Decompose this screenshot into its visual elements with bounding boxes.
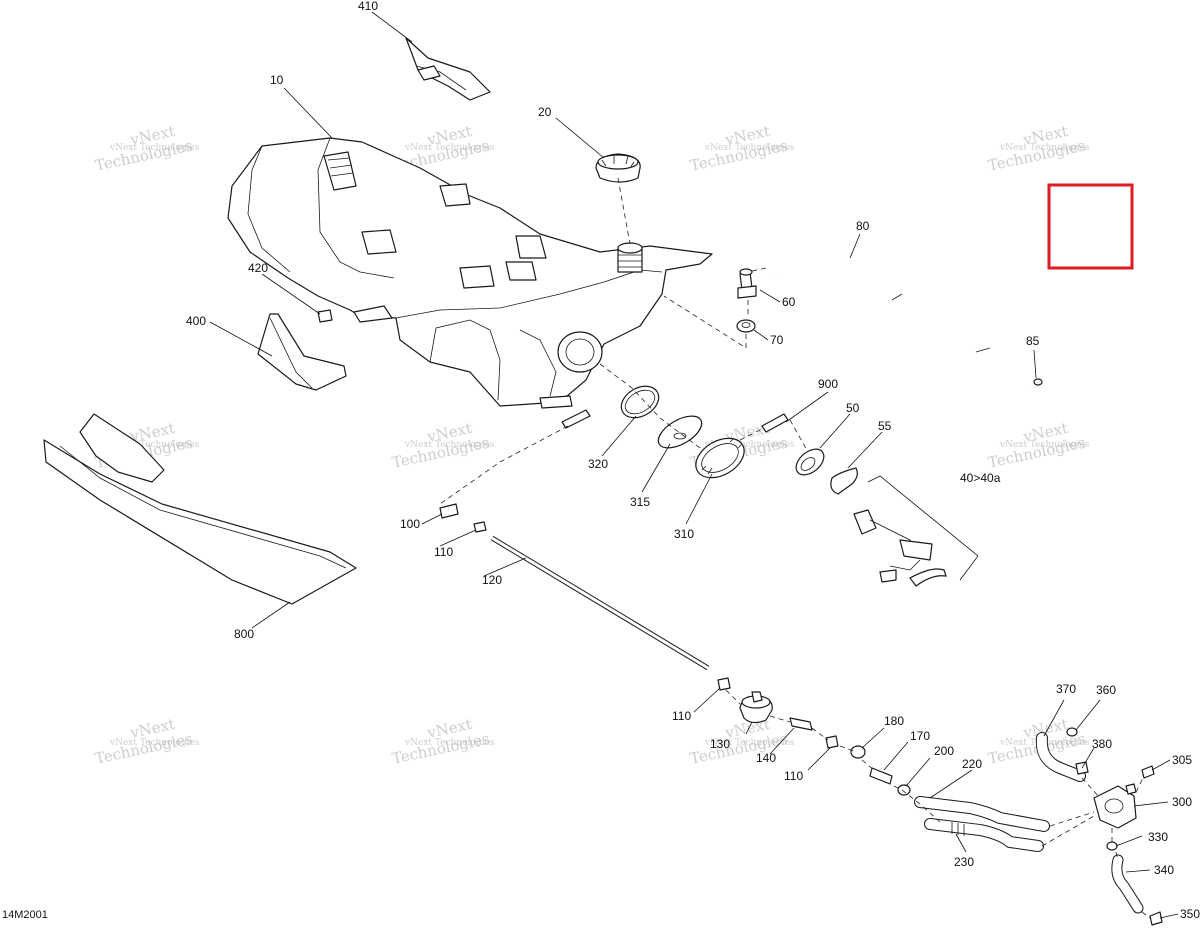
callout-50: 50 — [846, 401, 860, 415]
part-305-bolt[interactable] — [1141, 765, 1155, 779]
part-85-tube-end[interactable] — [1033, 378, 1043, 386]
callout-180: 180 — [884, 714, 904, 728]
callout-60: 60 — [782, 295, 796, 309]
part-40-fuel-pump-assembly[interactable] — [853, 475, 979, 587]
callout-80: 80 — [856, 219, 870, 233]
callout-320: 320 — [588, 457, 608, 471]
callout-55: 55 — [878, 419, 892, 433]
callout-315: 315 — [630, 495, 650, 509]
part-315-plate[interactable] — [653, 410, 707, 455]
callout-340: 340 — [1154, 863, 1174, 877]
part-70-grommet[interactable] — [736, 319, 756, 333]
callout-10: 10 — [270, 73, 284, 87]
part-50-fuel-pump-gasket[interactable] — [791, 444, 828, 480]
part-320-o-ring[interactable] — [616, 380, 665, 424]
callout-900: 900 — [818, 377, 838, 391]
part-110-clip-upper[interactable] — [473, 521, 487, 533]
part-370-hose-elbow[interactable] — [1035, 732, 1086, 782]
watermark-small: vNext Technologies — [109, 143, 200, 153]
callout-130: 130 — [710, 737, 730, 751]
callout-85: 85 — [1026, 334, 1040, 348]
watermark-small: vNext Technologies — [404, 738, 495, 748]
callout-170: 170 — [910, 729, 930, 743]
part-420-clip[interactable] — [317, 309, 333, 323]
part-220-hose[interactable] — [914, 796, 1050, 832]
part-230-hose[interactable] — [924, 818, 1044, 852]
part-800-protector-pad[interactable] — [43, 413, 357, 605]
part-80-vent-tube[interactable] — [775, 254, 1031, 392]
callout-380: 380 — [1092, 737, 1112, 751]
callout-360: 360 — [1096, 683, 1116, 697]
part-110-clip-middle[interactable] — [717, 677, 731, 691]
callout-350: 350 — [1180, 907, 1200, 921]
assembly-lines — [439, 177, 1151, 919]
callout-200: 200 — [934, 744, 954, 758]
part-300-fuel-filter[interactable] — [1093, 783, 1137, 829]
watermark-small: vNext Technologies — [109, 738, 200, 748]
part-180-washer[interactable] — [850, 745, 866, 759]
callout-370: 370 — [1056, 682, 1076, 696]
part-900-strip[interactable] — [561, 409, 789, 433]
callout-110-lower: 110 — [784, 769, 803, 783]
part-10-fuel-tank[interactable] — [227, 137, 713, 409]
part-310-locking-ring[interactable] — [689, 430, 751, 485]
callout-100: 100 — [400, 517, 420, 531]
part-410-heat-shield[interactable] — [405, 37, 491, 101]
watermark-small: vNext Technologies — [404, 143, 495, 153]
callout-220: 220 — [962, 757, 982, 771]
callout-40: 40>40a — [960, 471, 1001, 485]
part-350-clamp[interactable] — [1149, 911, 1163, 926]
leader-lines — [209, 11, 1179, 919]
part-330-clamp[interactable] — [1106, 841, 1118, 851]
callout-120: 120 — [482, 573, 502, 587]
callout-410: 410 — [358, 0, 378, 13]
callout-110-middle: 110 — [672, 709, 691, 723]
part-110-clip-lower[interactable] — [825, 735, 839, 749]
watermark-small: vNext Technologies — [999, 143, 1090, 153]
callout-800: 800 — [234, 627, 254, 641]
callout-310: 310 — [674, 527, 694, 541]
part-360-clip[interactable] — [1066, 727, 1078, 737]
part-60-vent-valve[interactable] — [737, 268, 757, 299]
callout-230: 230 — [954, 855, 974, 869]
part-140-connector[interactable] — [789, 717, 813, 731]
callout-305: 305 — [1172, 753, 1192, 767]
callout-420: 420 — [248, 261, 268, 275]
watermark-small: vNext Technologies — [999, 440, 1090, 450]
callout-110-upper: 110 — [434, 545, 453, 559]
callout-labels: 410 10 20 80 60 70 85 420 400 900 50 55 … — [186, 0, 1200, 921]
part-170-fitting[interactable] — [869, 767, 893, 785]
callout-300: 300 — [1172, 795, 1192, 809]
watermark-small: vNext Technologies — [704, 440, 795, 450]
highlight-box — [1047, 183, 1134, 270]
part-20-fuel-cap[interactable] — [595, 153, 641, 183]
callout-20: 20 — [538, 105, 552, 119]
watermark-small: vNext Technologies — [704, 738, 795, 748]
part-120-fuel-line[interactable] — [490, 535, 710, 671]
part-130-fuel-valve[interactable] — [739, 691, 773, 724]
callout-330: 330 — [1148, 830, 1168, 844]
watermark-small: vNext Technologies — [404, 440, 495, 450]
part-200-clamp[interactable] — [897, 784, 911, 796]
drawing-code: 14M2001 — [2, 909, 48, 921]
callout-140: 140 — [756, 751, 776, 765]
part-55-clamp[interactable] — [830, 467, 858, 495]
part-400-heat-shield[interactable] — [257, 313, 347, 391]
callout-70: 70 — [770, 333, 784, 347]
part-340-hose[interactable] — [1111, 854, 1144, 914]
part-100-fitting[interactable] — [439, 503, 459, 519]
watermark-small: vNext Technologies — [704, 143, 795, 153]
watermark-small: vNext Technologies — [109, 440, 200, 450]
callout-400: 400 — [186, 314, 206, 328]
